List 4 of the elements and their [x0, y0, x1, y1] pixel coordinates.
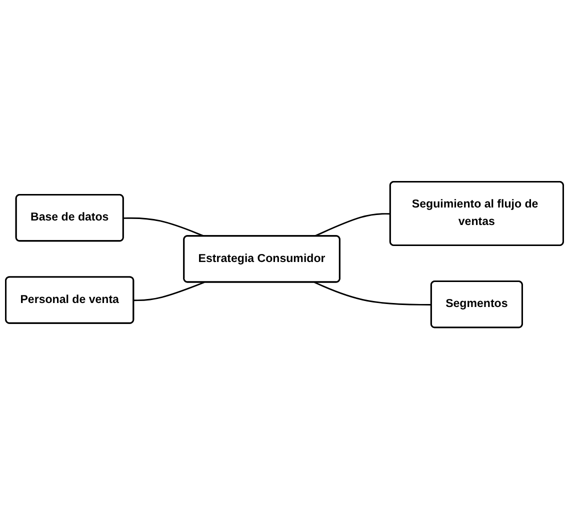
- connector: [123, 218, 204, 238]
- connector: [134, 282, 204, 302]
- connector: [314, 213, 390, 238]
- connector: [314, 282, 432, 306]
